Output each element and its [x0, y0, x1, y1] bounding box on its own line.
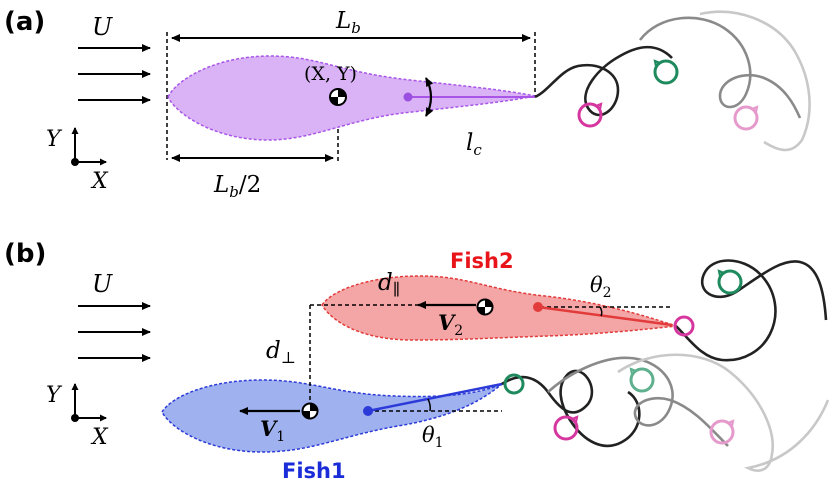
body-length-label: Lb [335, 8, 361, 37]
panel-b-label: (b) [4, 239, 46, 269]
panel-a: (a) U Y X Lb Lb/2 [4, 7, 811, 201]
tail-pivot-dot-a [403, 92, 413, 102]
axes-a: Y X [46, 127, 109, 194]
fish1-tail-pivot [363, 406, 373, 416]
vortex-green [653, 59, 679, 85]
axes-b: Y X [46, 383, 109, 450]
fish1-body [161, 379, 503, 453]
tail-rotation-arrow [425, 77, 434, 117]
flow-arrows-b: U [78, 270, 151, 362]
vortex-pink [577, 102, 603, 128]
theta1-label: θ1 [422, 423, 444, 451]
flow-arrows-a: U [78, 13, 151, 104]
fish1-com-marker [301, 402, 319, 420]
center-of-mass-marker-a [329, 88, 347, 106]
d-parallel-label: d∥ [378, 270, 400, 299]
com-label: (X, Y) [304, 63, 357, 85]
axis-x-label-b: X [90, 425, 109, 450]
body-length-dimension: Lb [166, 8, 536, 160]
vortex-pink-light [709, 419, 735, 445]
vortex-pink-light [733, 105, 759, 131]
wake-a [534, 10, 811, 152]
theta1-arc [427, 398, 431, 412]
half-length-label: Lb/2 [213, 172, 261, 201]
panel-b: (b) U Y X Fish2 Fish1 d∥ d [4, 239, 830, 483]
vortices-fish2 [673, 269, 743, 337]
fish2-body [321, 275, 677, 341]
axis-x-label-a: X [90, 169, 109, 194]
fish1-label: Fish1 [282, 459, 346, 483]
vortex-pink [553, 415, 579, 441]
vortices-a [577, 59, 759, 131]
spacing-lines [309, 304, 672, 412]
fish2-com-marker [476, 298, 494, 316]
vortex-green [503, 373, 525, 395]
v2-label: V2 [438, 310, 463, 339]
flow-label-a: U [92, 13, 113, 41]
fish2-tail-chord [537, 305, 673, 327]
fish1-tail-chord [367, 382, 503, 413]
wake-fish2 [675, 259, 828, 362]
panel-a-label: (a) [4, 7, 45, 37]
flow-label-b: U [92, 270, 113, 298]
wake-fish1 [501, 353, 830, 472]
d-perp-label: d⊥ [266, 338, 296, 367]
vortices-fish1 [503, 367, 735, 445]
vortex-pink [673, 315, 695, 337]
axis-y-label-a: Y [46, 127, 63, 152]
theta2-arc [599, 306, 603, 317]
axis-y-label-b: Y [46, 383, 63, 408]
theta2-label: θ2 [590, 273, 612, 301]
fish2-label: Fish2 [450, 249, 514, 273]
fish2-tail-pivot [533, 302, 543, 312]
vortex-green-light [629, 367, 655, 393]
vortex-green [717, 269, 743, 295]
v1-label: V1 [260, 416, 285, 445]
tail-length-label: lc [466, 130, 482, 159]
